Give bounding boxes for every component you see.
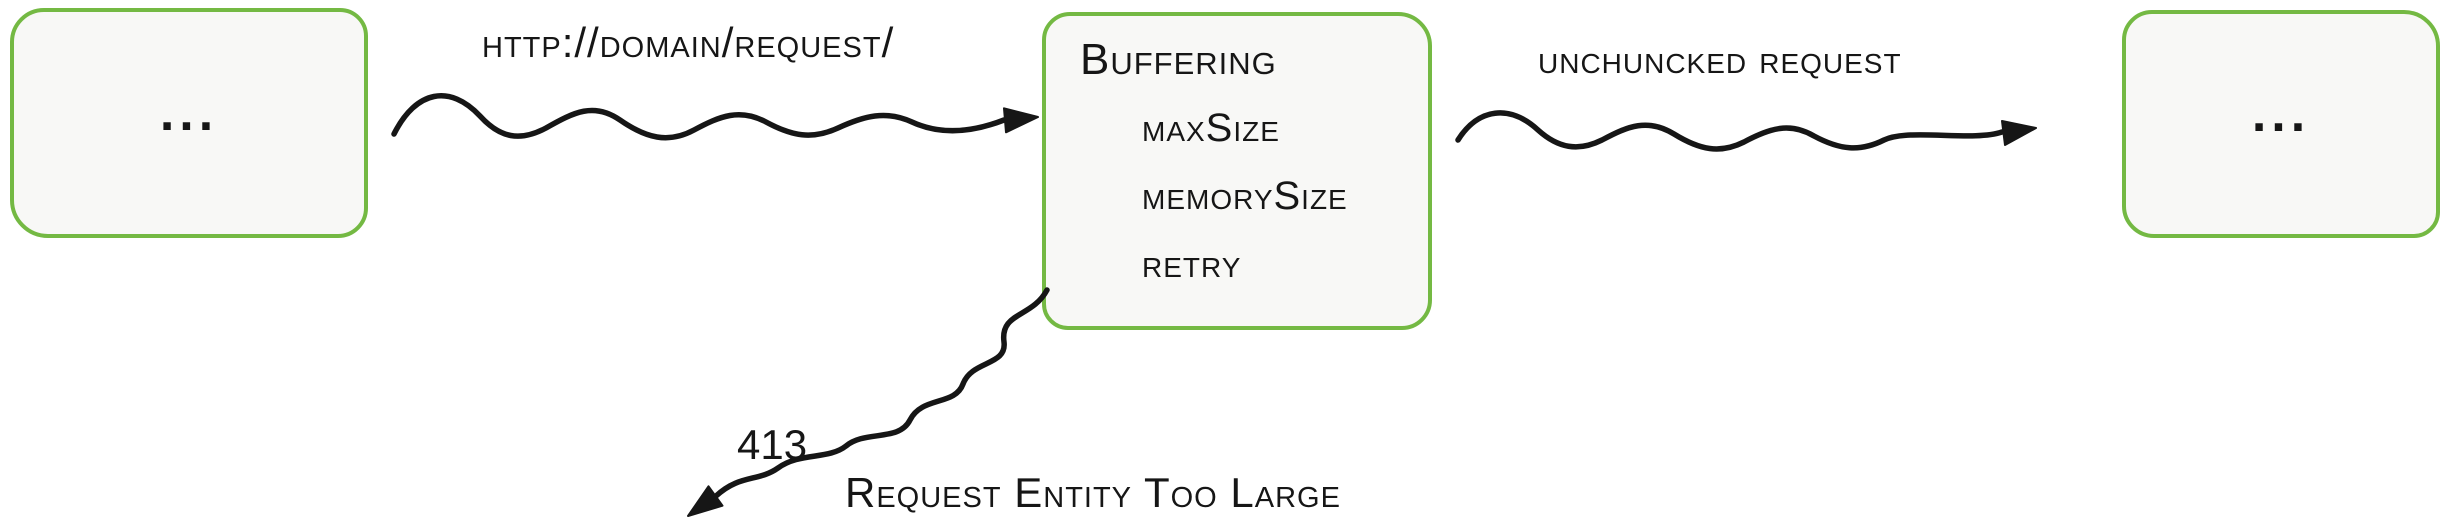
node-left: ... (10, 8, 368, 238)
right-node-ellipsis-label: ... (2251, 85, 2311, 143)
node-buffering: Buffering maxSize memorySize retry (1042, 12, 1432, 330)
error-message-label: Request Entity Too Large (845, 469, 1341, 516)
error-413-arrow-line (713, 287, 1050, 499)
node-right: ... (2122, 10, 2440, 238)
http-request-arrow (391, 93, 1039, 141)
unchunked-request-label: unchuncked request (1538, 38, 1902, 82)
buffering-item-retry: retry (1142, 242, 1242, 286)
unchunked-request-arrowhead-icon (2001, 120, 2037, 146)
left-node-ellipsis-label: ... (159, 84, 219, 142)
unchunked-request-arrow-line (1455, 110, 2005, 152)
http-request-arrow-line (391, 93, 1007, 141)
buffering-item-memorysize: memorySize (1142, 174, 1348, 218)
unchunked-request-arrow (1455, 110, 2037, 152)
error-413-arrowhead-icon (687, 485, 724, 517)
error-code-label: 413 (737, 421, 808, 468)
error-413-arrow (687, 287, 1050, 517)
buffering-item-maxsize: maxSize (1142, 106, 1280, 150)
http-request-arrowhead-icon (1003, 107, 1039, 134)
buffering-title: Buffering (1080, 35, 1277, 84)
http-request-label: http://domain/request/ (482, 19, 895, 66)
